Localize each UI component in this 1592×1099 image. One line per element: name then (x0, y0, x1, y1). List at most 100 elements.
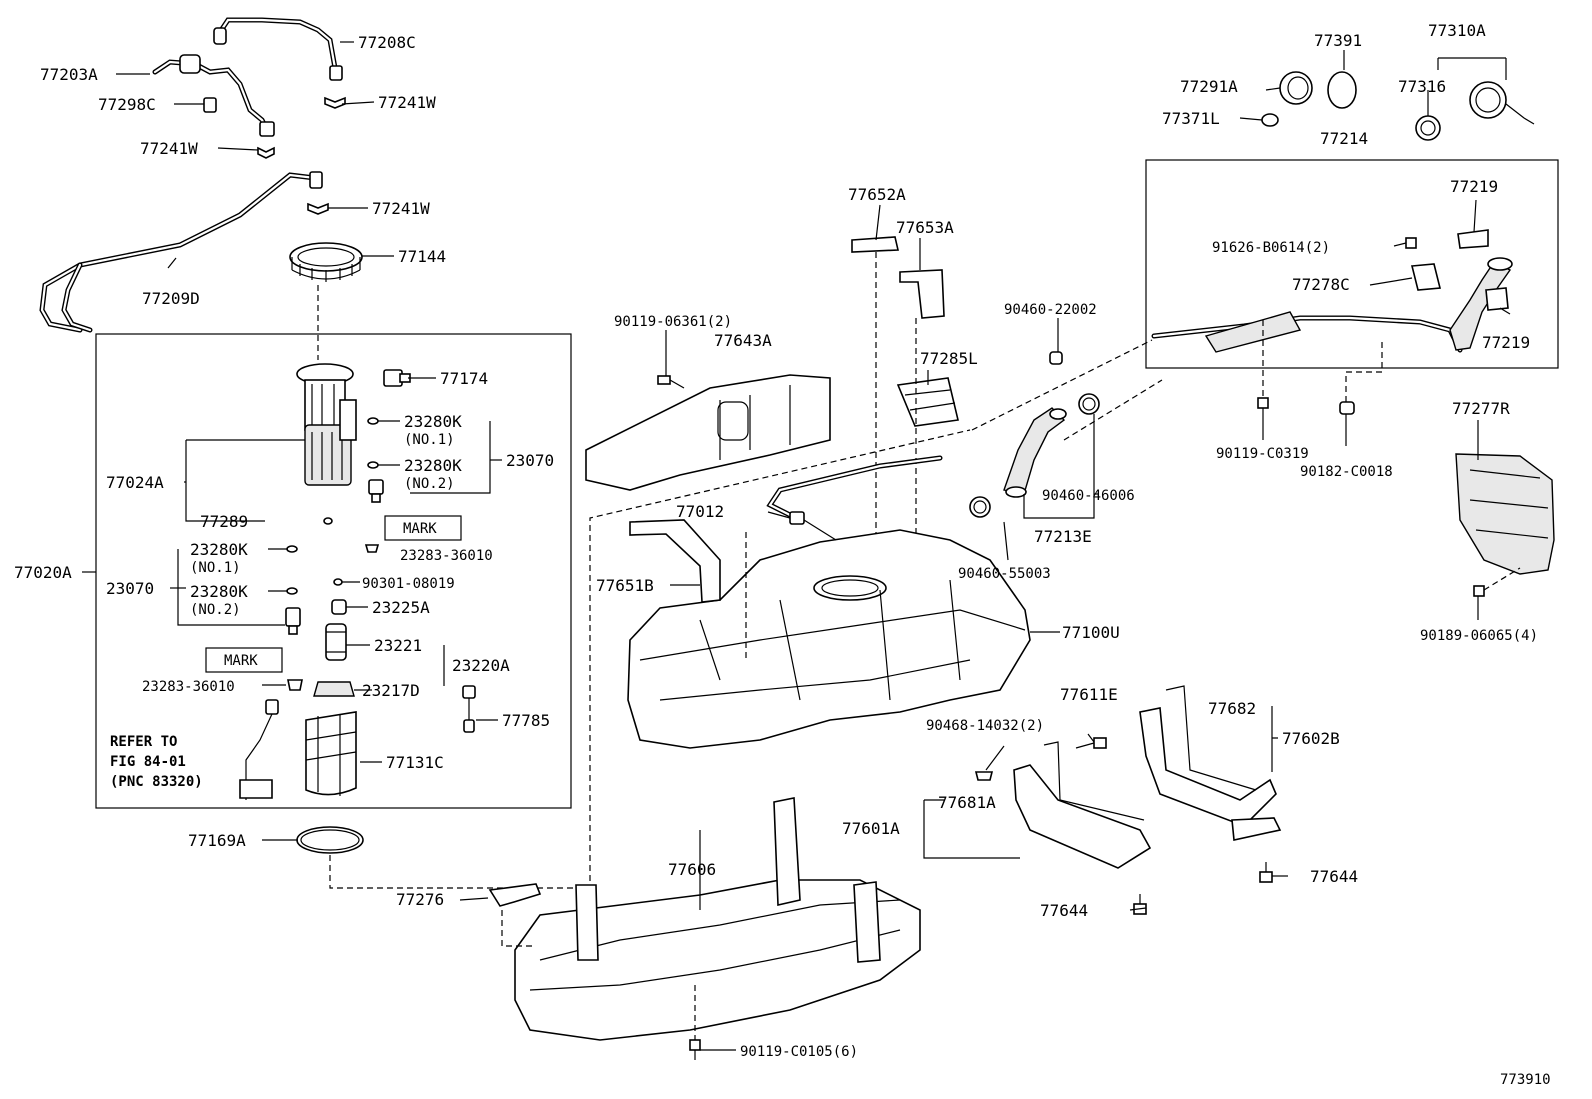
oring-23280K-no1-right (367, 417, 379, 425)
label-77276: 77276 (396, 890, 444, 909)
label-77291A: 77291A (1180, 77, 1238, 96)
nut-90182-C0018 (1339, 401, 1355, 415)
clamp-90460-22002 (1049, 351, 1063, 365)
label-23225A: 23225A (372, 598, 430, 617)
fuel-pump-assembly-box (95, 333, 572, 809)
label-23280K-4: 23280K (190, 582, 248, 601)
retainer-ring-77144 (289, 242, 363, 282)
label-90119-06361: 90119-06361(2) (614, 314, 732, 330)
label-77310A: 77310A (1428, 21, 1486, 40)
strap-77602B (1231, 817, 1282, 841)
label-77644-2: 77644 (1310, 867, 1358, 886)
filler-pipe-box (1145, 159, 1559, 369)
clip-90301-08019 (333, 578, 343, 586)
fuel-tube-77208C (213, 17, 343, 81)
label-77653A: 77653A (896, 218, 954, 237)
refer-line-3: (PNC 83320) (110, 774, 203, 790)
label-90460-46006: 90460-46006 (1042, 488, 1135, 504)
label-77213E: 77213E (1034, 527, 1092, 546)
label-77602B: 77602B (1282, 729, 1340, 748)
clip-23283-36010-left (287, 679, 303, 691)
label-77785: 77785 (502, 711, 550, 730)
label-77681A: 77681A (938, 793, 996, 812)
strap-77682 (1139, 685, 1277, 827)
label-77241W-1: 77241W (378, 93, 436, 112)
label-77651B: 77651B (596, 576, 654, 595)
label-77606: 77606 (668, 860, 716, 879)
filter-23225A (331, 599, 347, 615)
mark-text-2: MARK (224, 653, 258, 669)
oring-23280K-no2-right (367, 461, 379, 469)
label-77285L: 77285L (920, 349, 978, 368)
tank-protector-77606 (514, 797, 921, 1041)
regulator-left (285, 607, 301, 635)
filler-neck-seal-77291A (1279, 71, 1313, 105)
clip-23283-36010-right (364, 544, 380, 553)
bolt-90119-06361 (657, 375, 685, 389)
label-90182-C0018: 90182-C0018 (1300, 464, 1393, 480)
oring-77371L (1261, 113, 1279, 127)
connector-77174 (383, 369, 411, 387)
label-23280K-1: 23280K (404, 412, 462, 431)
protector-77643A (585, 374, 831, 491)
label-77219-2: 77219 (1482, 333, 1530, 352)
oring-77391 (1327, 71, 1357, 109)
bolt-90119-C0105 (689, 1039, 701, 1060)
bolt-77644-1 (1133, 894, 1147, 915)
fuel-cap-77310A (1469, 81, 1535, 125)
mark-box-2 (205, 647, 283, 673)
mark-box-1 (384, 515, 462, 541)
bolt-77611E (1075, 737, 1107, 749)
figure-id: 773910 (1500, 1072, 1551, 1088)
pad-77652A (851, 236, 899, 253)
label-90189-06065: 90189-06065(4) (1420, 628, 1538, 644)
label-77652A: 77652A (848, 185, 906, 204)
label-23280K-3-sub: (NO.1) (190, 560, 241, 576)
label-77241W-2: 77241W (140, 139, 198, 158)
clip-77298C (203, 97, 217, 113)
fuel-tube-77203A (152, 54, 275, 137)
label-23070-left: 23070 (106, 579, 154, 598)
label-90119-C0319: 90119-C0319 (1216, 446, 1309, 462)
bolt-90119-C0319 (1257, 397, 1269, 420)
label-77371L: 77371L (1162, 109, 1220, 128)
strap-77681A (1013, 741, 1152, 869)
label-23220A: 23220A (452, 656, 510, 675)
filler-hose-77213E (1003, 407, 1067, 498)
label-77682: 77682 (1208, 699, 1256, 718)
clamp-77219-1 (1457, 229, 1489, 249)
label-91626-B0614: 91626-B0614(2) (1212, 240, 1330, 256)
label-77219-1: 77219 (1450, 177, 1498, 196)
strainer-23217D (313, 681, 355, 697)
clamp-77241W-3 (307, 202, 329, 215)
label-90460-55003: 90460-55003 (958, 566, 1051, 582)
label-77643A: 77643A (714, 331, 772, 350)
label-77020A: 77020A (14, 563, 72, 582)
clip-77289 (323, 517, 333, 525)
label-77024A: 77024A (106, 473, 164, 492)
strap-77651B (629, 519, 721, 603)
label-23280K-3: 23280K (190, 540, 248, 559)
fuel-pump-23221 (325, 623, 347, 661)
label-77169A: 77169A (188, 831, 246, 850)
label-77203A: 77203A (40, 65, 98, 84)
label-23280K-2: 23280K (404, 456, 462, 475)
label-77012: 77012 (676, 502, 724, 521)
refer-line-2: FIG 84-01 (110, 754, 186, 770)
label-77174: 77174 (440, 369, 488, 388)
label-77209D: 77209D (142, 289, 200, 308)
bracket-77278C (1410, 263, 1442, 291)
clamp-77219-2 (1485, 287, 1509, 311)
filler-pipe-77214 (1151, 257, 1513, 353)
label-90468-14032: 90468-14032(2) (926, 718, 1044, 734)
label-23070-right: 23070 (506, 451, 554, 470)
label-77131C: 77131C (386, 753, 444, 772)
clamp-77241W-2 (257, 146, 275, 159)
label-77208C: 77208C (358, 33, 416, 52)
mark-text-1: MARK (403, 521, 437, 537)
label-77611E: 77611E (1060, 685, 1118, 704)
label-77391: 77391 (1314, 31, 1362, 50)
gasket-77316 (1415, 115, 1441, 141)
label-90460-22002: 90460-22002 (1004, 302, 1097, 318)
label-90119-C0105: 90119-C0105(6) (740, 1044, 858, 1060)
